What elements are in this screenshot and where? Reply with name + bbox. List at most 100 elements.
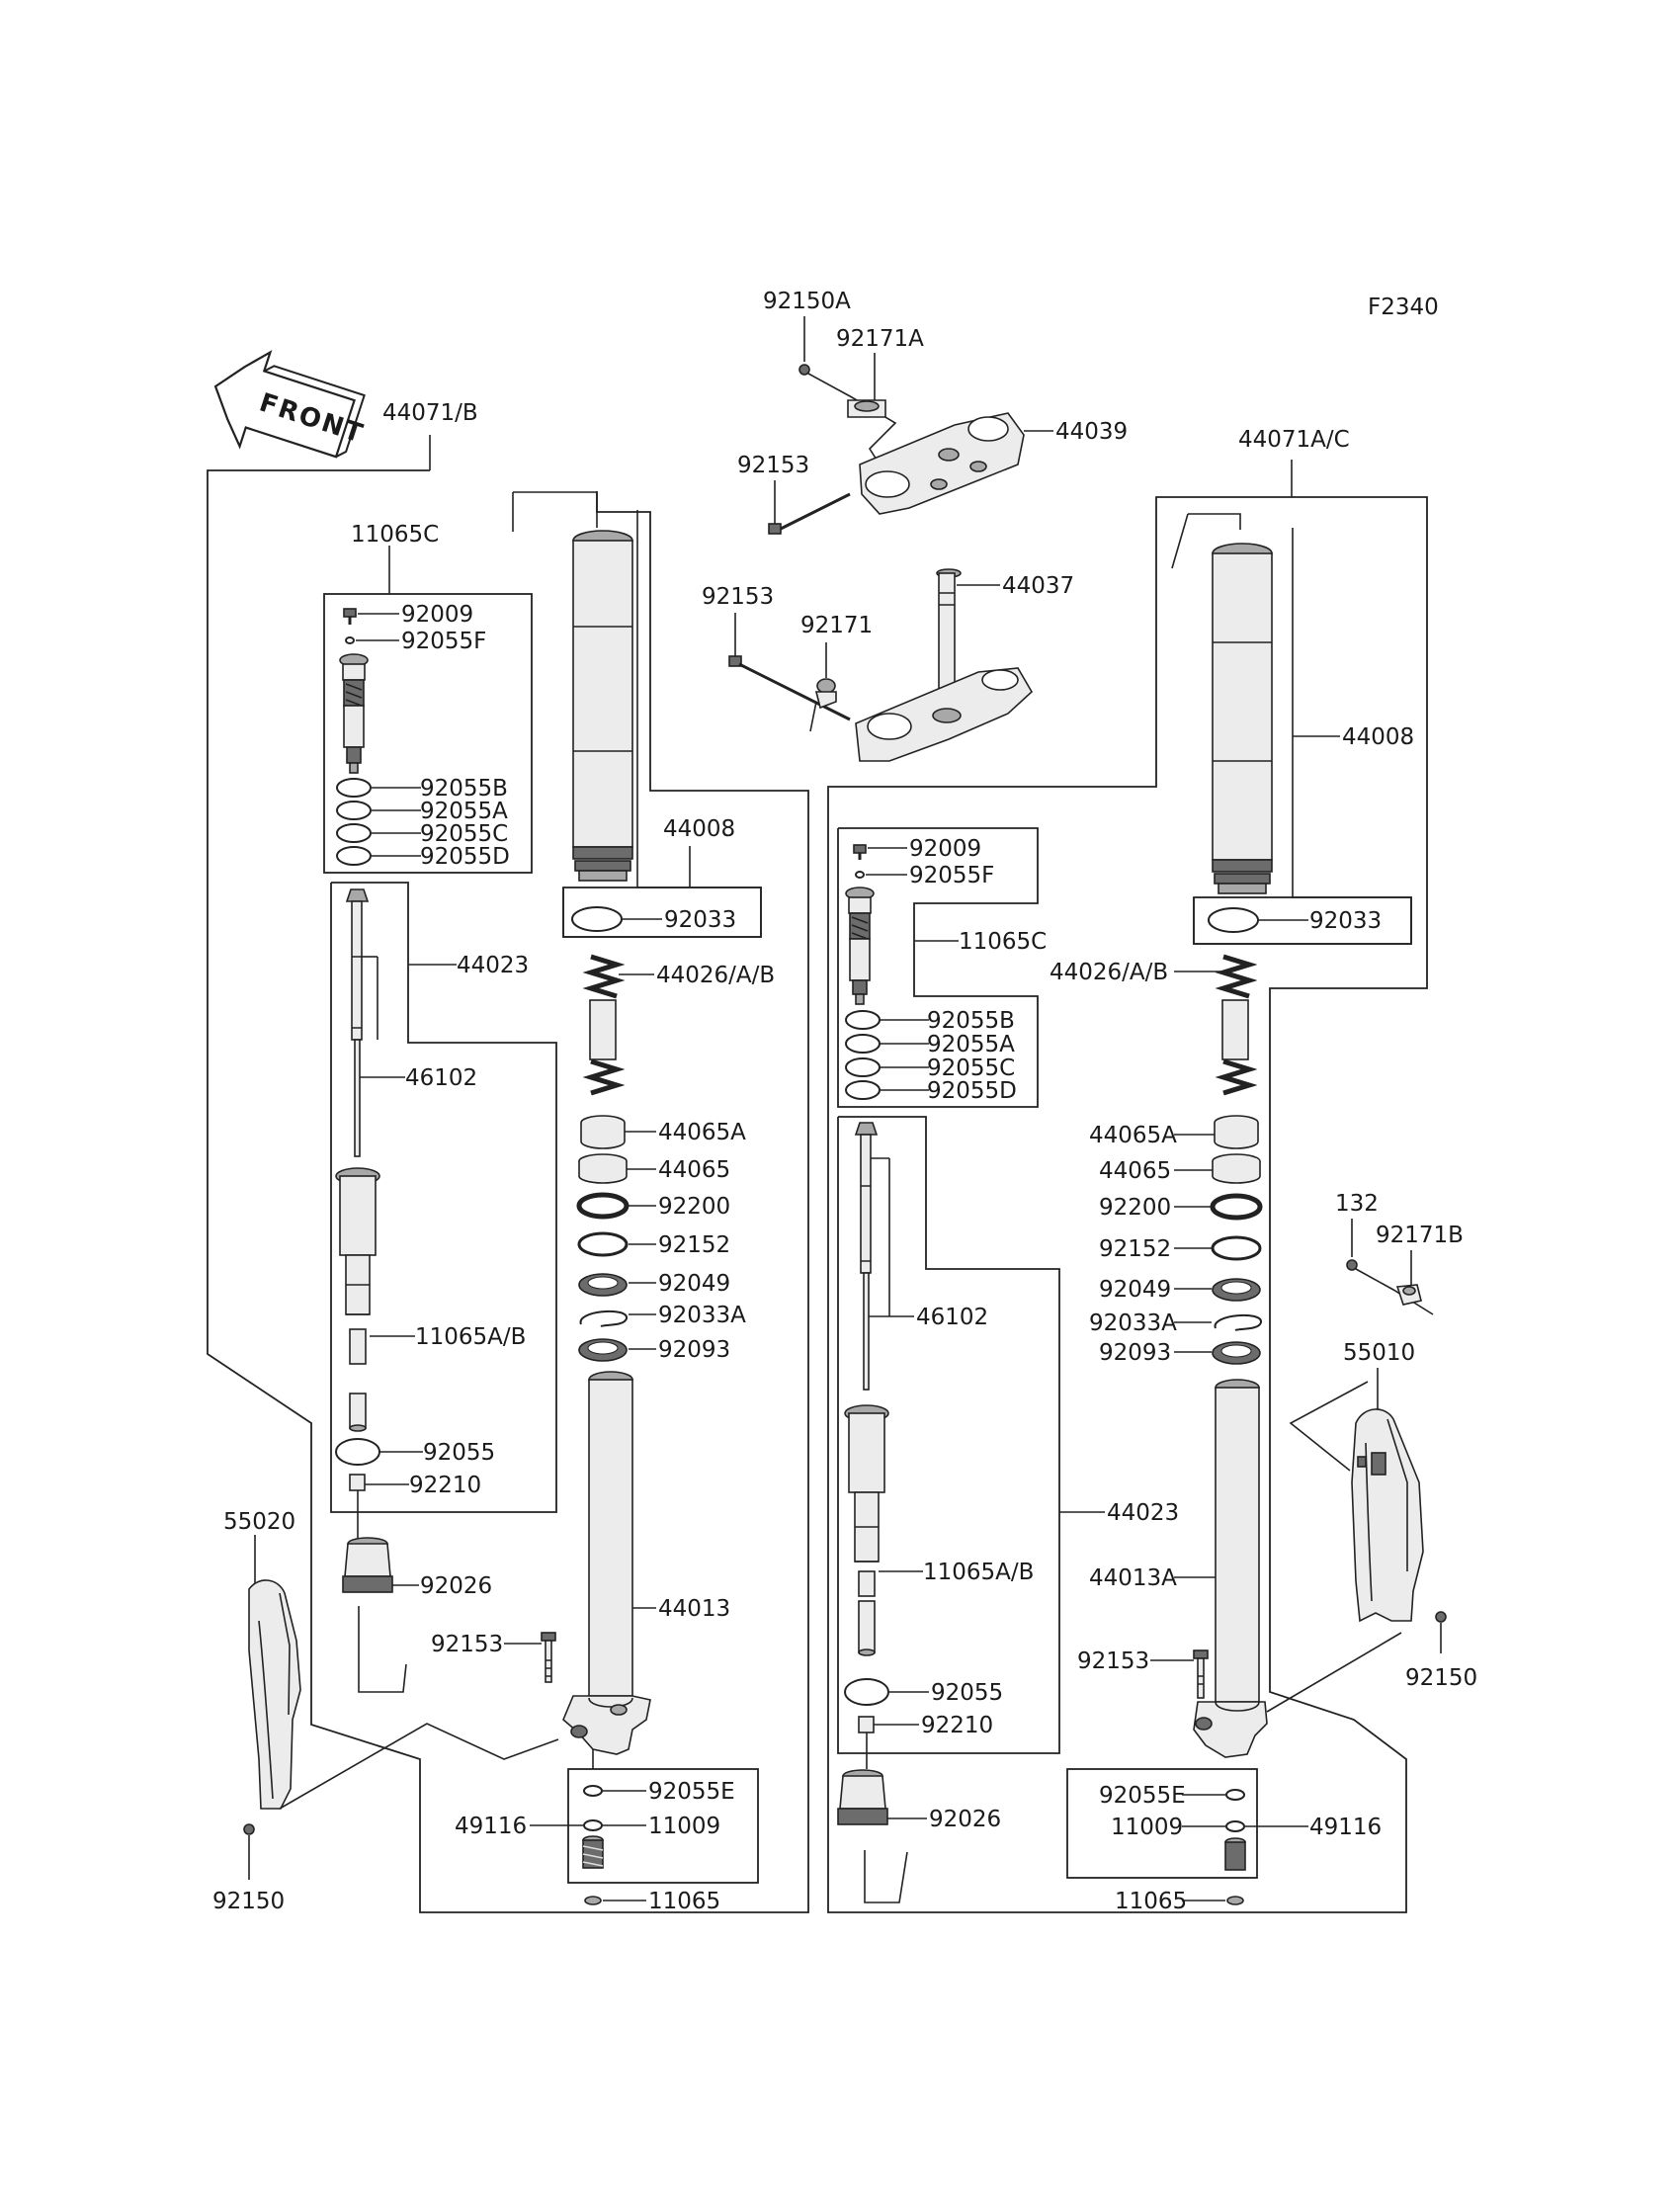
label-92153-stem: 92153 — [702, 584, 774, 610]
valve-49116-part — [582, 1835, 604, 1869]
label-92200: 92200 — [658, 1194, 730, 1220]
label-92049-right: 92049 — [1099, 1277, 1171, 1303]
label-44026ab: 44026/A/B — [656, 963, 775, 988]
damper-rod-part — [345, 888, 405, 1157]
clip-92171 — [809, 678, 837, 732]
label-92033a: 92033A — [658, 1303, 746, 1328]
label-44071b: 44071/B — [382, 400, 478, 426]
left-fork-outline — [207, 469, 809, 1913]
label-92026: 92026 — [420, 1573, 492, 1599]
valve-49116-right — [1224, 1837, 1246, 1871]
label-92055d: 92055D — [420, 844, 510, 870]
label-92150: 92150 — [212, 1889, 285, 1914]
oring-92055e — [583, 1785, 603, 1797]
label-11065-right: 11065 — [1115, 1889, 1187, 1914]
label-49116-right: 49116 — [1309, 1815, 1382, 1840]
clip-92171b — [1395, 1284, 1422, 1306]
bolt-92153-top — [768, 492, 851, 535]
label-92200-right: 92200 — [1099, 1195, 1171, 1221]
oring-11009-right — [1225, 1820, 1245, 1832]
label-44065-right: 44065 — [1099, 1158, 1171, 1184]
outer-tube-44013 — [562, 1371, 651, 1755]
label-92055-right: 92055 — [931, 1680, 1003, 1706]
label-44008-right: 44008 — [1342, 724, 1414, 750]
bushing-92200 — [576, 1192, 630, 1220]
seal-box-92033-right — [1193, 896, 1412, 945]
bushing-92210-right — [858, 1716, 875, 1733]
base-valve-92026 — [342, 1537, 393, 1593]
bolt-92153 — [541, 1632, 556, 1683]
label-44013a-right: 44013A — [1089, 1565, 1177, 1591]
inner-tube-44008-right — [1212, 543, 1273, 894]
label-11009: 11009 — [648, 1814, 720, 1839]
label-44065: 44065 — [658, 1157, 730, 1183]
label-11009-right: 11009 — [1111, 1815, 1183, 1840]
label-92152: 92152 — [658, 1232, 730, 1258]
triple-clamp-assembly: 92150A 92171A 44039 92153 — [702, 289, 1128, 762]
label-92049: 92049 — [658, 1271, 730, 1297]
circlip-92033a — [579, 1310, 628, 1327]
washer-11065 — [584, 1896, 602, 1905]
ring-92033-right — [1208, 907, 1259, 933]
oring-11009 — [583, 1819, 603, 1831]
label-92055e: 92055E — [648, 1779, 735, 1805]
label-92055a-right: 92055A — [927, 1032, 1015, 1057]
label-92153: 92153 — [431, 1632, 503, 1657]
left-fork-assembly: 44071/B 11065C 92009 92055F 92055B 9205 — [207, 400, 809, 1914]
label-92055e-right: 92055E — [1099, 1783, 1186, 1809]
bolt-92150a — [798, 364, 810, 376]
valve-cartridge-right — [845, 887, 875, 1005]
oring-92055b-right — [845, 1010, 881, 1030]
label-92152-right: 92152 — [1099, 1236, 1171, 1262]
damper-rod-right — [854, 1122, 914, 1391]
label-44065a-right: 44065A — [1089, 1123, 1177, 1148]
label-92055b: 92055B — [420, 776, 508, 802]
spacer-44065a — [580, 1115, 626, 1149]
label-11065: 11065 — [648, 1889, 720, 1914]
label-92055c: 92055C — [420, 821, 508, 847]
spring-44026-right — [1215, 954, 1258, 1096]
label-11065ab-right: 11065A/B — [923, 1560, 1034, 1585]
upper-clamp-44039 — [859, 412, 1025, 515]
bolt-132 — [1346, 1259, 1358, 1271]
fork-guard-55020 — [248, 1579, 301, 1810]
oring-92055-right — [844, 1678, 889, 1706]
ring-92033 — [571, 906, 623, 932]
label-92055a: 92055A — [420, 799, 508, 824]
label-44039: 44039 — [1055, 419, 1128, 445]
dust-seal-92093 — [578, 1338, 628, 1362]
label-44023-right: 44023 — [1107, 1500, 1179, 1526]
bushing-92200-right — [1210, 1193, 1263, 1221]
oring-92055d-right — [845, 1080, 881, 1100]
fork-guard-55010 — [1351, 1408, 1424, 1623]
label-92150a: 92150A — [763, 289, 851, 314]
label-44071ac: 44071A/C — [1238, 427, 1350, 453]
label-92026-right: 92026 — [929, 1807, 1001, 1832]
steering-stem-44037 — [855, 568, 1034, 762]
front-arrow-icon: FRONT — [213, 350, 368, 459]
label-11065ab: 11065A/B — [415, 1324, 526, 1350]
label-92033: 92033 — [664, 907, 736, 933]
collar-44065 — [578, 1153, 628, 1184]
clip-92171a — [847, 399, 886, 418]
label-44023: 44023 — [457, 953, 529, 978]
outer-tube-44013a — [1193, 1379, 1268, 1758]
oring-92055f — [345, 636, 355, 644]
washer-92152-right — [1211, 1235, 1262, 1261]
label-92171: 92171 — [800, 613, 873, 638]
collar-44065-right — [1212, 1153, 1261, 1184]
kit-box-49116-right — [1066, 1768, 1258, 1879]
label-44037: 44037 — [1002, 573, 1074, 599]
label-92210: 92210 — [409, 1473, 481, 1498]
label-46102: 46102 — [405, 1065, 477, 1091]
right-fork-outline — [827, 496, 1428, 1913]
kit-box-11065c — [323, 593, 533, 874]
damper-box-44023-right — [837, 1116, 1060, 1754]
label-92171a: 92171A — [836, 326, 924, 352]
kit-box-11065c-right — [837, 827, 1039, 1108]
oring-92055d — [336, 846, 372, 866]
label-92033-right: 92033 — [1309, 908, 1382, 934]
damper-cylinder-part — [335, 1167, 380, 1432]
label-92093-right: 92093 — [1099, 1340, 1171, 1366]
